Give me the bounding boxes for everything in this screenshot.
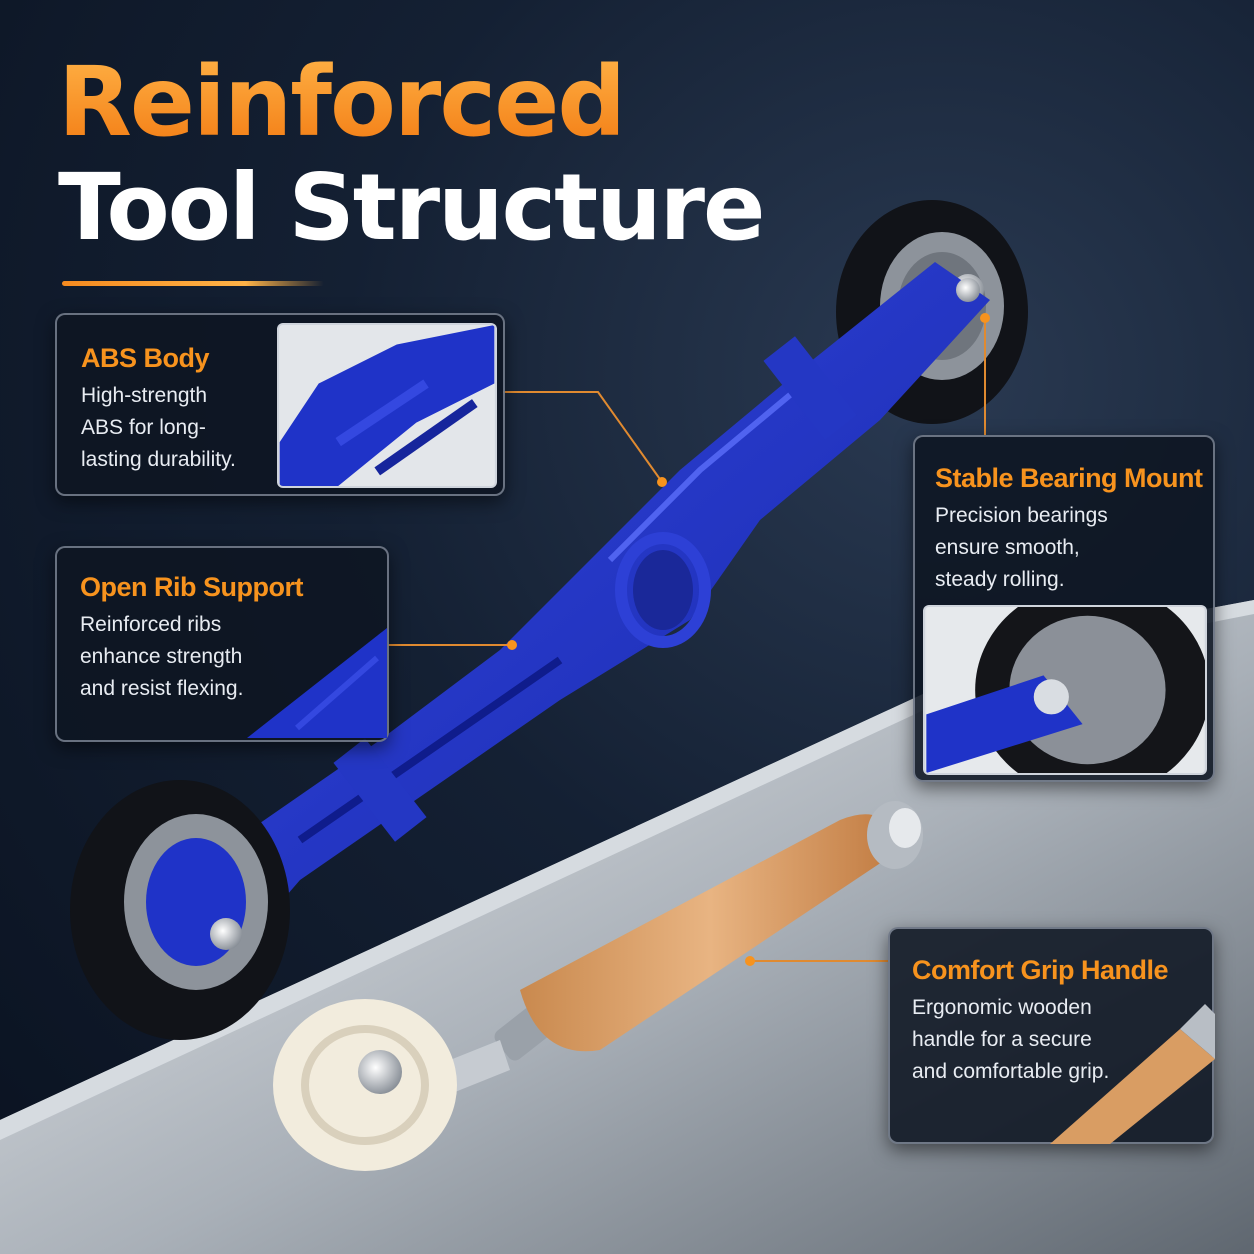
feature-card-abs-body: ABS Body High-strength ABS for long- las… [55,313,505,496]
blue-frame [180,262,990,955]
bearing-closeup [923,605,1207,775]
feature-title: Open Rib Support [80,572,303,602]
feature-title: Stable Bearing Mount [935,463,1203,493]
feature-title: ABS Body [81,343,210,373]
feature-card-comfort-grip-handle: Comfort Grip Handle Ergonomic wooden han… [888,927,1215,1144]
front-wheel [70,780,290,1040]
feature-description: High-strength ABS for long- lasting dura… [81,384,236,471]
feature-description: Precision bearings ensure smooth, steady… [935,504,1108,591]
feature-title: Comfort Grip Handle [912,955,1169,985]
headline-line-1: Reinforced [58,48,763,156]
seam-roller [273,801,923,1171]
feature-description: Ergonomic wooden handle for a secure and… [912,996,1110,1083]
headline: Reinforced Tool Structure [58,48,765,261]
abs-body-closeup [277,323,497,488]
feature-card-open-rib-support: Open Rib Support Reinforced ribs enhance… [55,546,389,742]
feature-card-stable-bearing-mount: Stable Bearing Mount Precision bearings … [913,435,1215,782]
rib-closeup [247,628,387,738]
handle-closeup [1050,1004,1215,1144]
headline-line-2: Tool Structure [58,154,765,261]
feature-description: Reinforced ribs enhance strength and res… [80,613,244,700]
headline-underline [62,281,324,286]
